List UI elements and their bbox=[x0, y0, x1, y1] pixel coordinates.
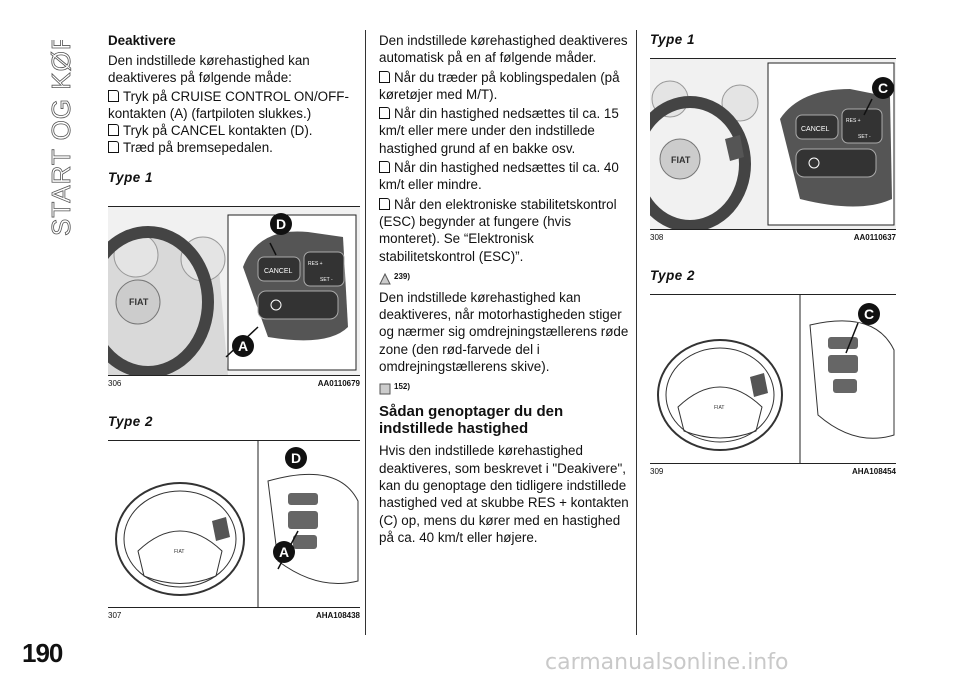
steering-wheel-image: FIAT CANCEL RES + SET - C bbox=[629, 59, 896, 232]
note-reference: 239) bbox=[379, 269, 631, 285]
deactivate-heading: Deaktivere bbox=[108, 33, 176, 48]
svg-text:SET -: SET - bbox=[858, 134, 871, 140]
callout-c: C bbox=[872, 77, 894, 99]
svg-text:START OG KØRSEL: START OG KØRSEL bbox=[46, 40, 76, 236]
bullet-icon bbox=[379, 197, 390, 210]
column-divider bbox=[365, 30, 366, 635]
section-title: START OG KØRSEL bbox=[28, 40, 88, 240]
type1-label: Type 1 bbox=[108, 169, 153, 185]
list-item: Når din hastighed nedsættes til ca. 40 k… bbox=[379, 160, 619, 193]
bullet-icon bbox=[379, 161, 390, 174]
bullet-icon bbox=[108, 124, 119, 137]
svg-text:CANCEL: CANCEL bbox=[264, 268, 293, 275]
watermark: carmanualsonline.info bbox=[545, 650, 789, 675]
svg-text:RES +: RES + bbox=[308, 261, 323, 267]
svg-text:FIAT: FIAT bbox=[129, 297, 149, 307]
callout-c: C bbox=[858, 303, 880, 325]
column-2: Den indstillede kørehastighed deaktivere… bbox=[379, 32, 631, 546]
steering-wheel-image: FIAT CANCEL RES + SET - D A bbox=[82, 207, 360, 378]
list-item: Tryk på CANCEL kontakten (D). bbox=[108, 122, 358, 139]
list-item: Når den elektroniske stabilitetskontrol … bbox=[379, 196, 617, 264]
page-number: 190 bbox=[22, 638, 63, 668]
callout-a: A bbox=[273, 541, 295, 563]
bullet-icon bbox=[379, 107, 390, 120]
svg-text:SET -: SET - bbox=[320, 277, 333, 283]
bullet-icon bbox=[379, 70, 390, 83]
note-reference: 152) bbox=[379, 379, 631, 395]
list-item: Når du træder på koblingspedalen (på kør… bbox=[379, 69, 620, 102]
bullet-icon bbox=[108, 89, 119, 102]
steering-wheel-image: FIAT C bbox=[650, 295, 896, 463]
svg-text:FIAT: FIAT bbox=[671, 155, 691, 165]
callout-a: A bbox=[232, 335, 254, 357]
type2-label: Type 2 bbox=[650, 268, 695, 283]
svg-text:CANCEL: CANCEL bbox=[801, 126, 830, 133]
deactivate-intro: Den indstillede kørehastighed kan deakti… bbox=[108, 53, 310, 86]
warning-icon bbox=[379, 272, 391, 285]
type1-label: Type 1 bbox=[650, 32, 695, 47]
bullet-icon bbox=[108, 141, 119, 154]
list-item: Når din hastighed nedsættes til ca. 15 k… bbox=[379, 106, 619, 156]
rpm-paragraph: Den indstillede kørehastighed kan deakti… bbox=[379, 289, 629, 375]
info-icon bbox=[379, 383, 391, 395]
callout-d: D bbox=[270, 213, 292, 235]
list-item: Træd på bremsepedalen. bbox=[108, 139, 358, 156]
list-item: Tryk på CRUISE CONTROL ON/OFF-kontakten … bbox=[108, 88, 349, 121]
svg-text:FIAT: FIAT bbox=[714, 405, 724, 411]
svg-text:RES +: RES + bbox=[846, 118, 861, 124]
svg-text:FIAT: FIAT bbox=[174, 549, 184, 555]
callout-d: D bbox=[285, 447, 307, 469]
column-divider bbox=[636, 30, 637, 635]
type2-label: Type 2 bbox=[108, 414, 153, 429]
steering-wheel-image: FIAT D A bbox=[108, 441, 360, 607]
column-1: Deaktivere Den indstillede kørehastighed… bbox=[108, 32, 358, 186]
resume-paragraph: Hvis den indstillede kørehastighed deakt… bbox=[379, 443, 629, 545]
resume-heading: Sådan genoptager du den indstillede hast… bbox=[379, 403, 564, 438]
auto-deactivate-intro: Den indstillede kørehastighed deaktivere… bbox=[379, 33, 628, 66]
